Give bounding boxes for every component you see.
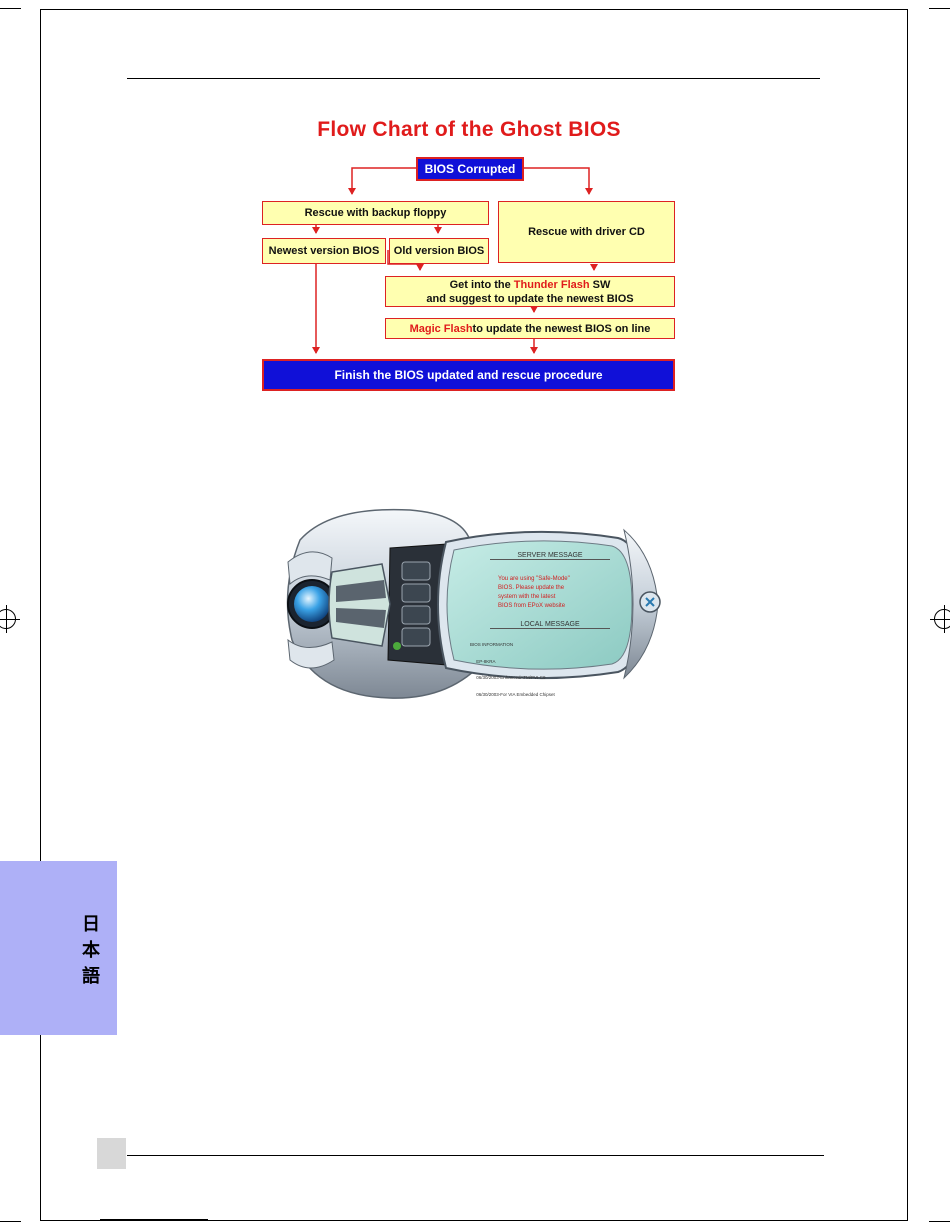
language-char: 本 xyxy=(82,940,100,961)
local-message-body: BIOS INFORMATION EP-8KRA 06/30/2003-Enha… xyxy=(470,631,610,708)
local-line: EP-8KRA xyxy=(470,658,496,664)
old-version-box: Old version BIOS xyxy=(389,238,489,264)
footer-rule xyxy=(127,1155,824,1156)
crop-mark xyxy=(929,8,950,9)
language-char: 日 xyxy=(82,914,100,935)
registration-mark xyxy=(930,605,950,633)
thunder-flash-box: Get into the Thunder Flash SW and sugges… xyxy=(385,276,675,307)
server-line: system with the latest xyxy=(498,594,556,600)
thunder-flash-highlight: Thunder Flash xyxy=(513,278,590,291)
flowchart-title: Flow Chart of the Ghost BIOS xyxy=(317,118,621,141)
magic-flash-highlight: Magic Flash xyxy=(409,322,473,335)
flowchart-arrows xyxy=(312,167,598,354)
crop-mark xyxy=(0,1221,21,1222)
rescue-cd-box: Rescue with driver CD xyxy=(498,201,675,263)
server-message-body: You are using "Safe-Mode" BIOS. Please u… xyxy=(498,575,618,611)
newest-version-box: Newest version BIOS xyxy=(262,238,386,264)
thunder-pre: Get into the xyxy=(449,278,514,291)
bios-corrupted-box: BIOS Corrupted xyxy=(416,157,524,181)
thunder-post: SW xyxy=(589,278,611,291)
magic-flash-app-window: SERVER MESSAGE You are using "Safe-Mode"… xyxy=(270,500,670,705)
thunder-flash-line2: and suggest to update the newest BIOS xyxy=(426,292,634,305)
local-line: 06/30/2003-EnhancedATM/PVI-C9 xyxy=(470,675,546,680)
rescue-floppy-box: Rescue with backup floppy xyxy=(262,201,489,225)
language-tab-label: 日 本 語 xyxy=(80,912,102,990)
magic-flash-box: Magic Flash to update the newest BIOS on… xyxy=(385,318,675,339)
server-line: You are using "Safe-Mode" xyxy=(498,576,570,582)
page-frame xyxy=(40,9,908,1221)
server-message-heading: SERVER MESSAGE xyxy=(490,552,610,560)
server-line: BIOS from EPoX website xyxy=(498,603,566,609)
language-char: 語 xyxy=(82,966,100,987)
header-rule xyxy=(127,78,820,79)
crop-mark xyxy=(100,1219,208,1220)
crop-mark xyxy=(929,1221,950,1222)
local-message-heading: LOCAL MESSAGE xyxy=(490,621,610,629)
local-line: BIOS INFORMATION xyxy=(470,642,514,647)
server-line: BIOS. Please update the xyxy=(498,585,565,591)
crop-mark xyxy=(0,8,21,9)
finish-box: Finish the BIOS updated and rescue proce… xyxy=(262,359,675,391)
page-number-box xyxy=(97,1138,126,1169)
local-line: 06/30/2003-For VIA Embedded Chipset xyxy=(470,691,555,697)
magic-flash-text: to update the newest BIOS on line xyxy=(472,322,651,335)
thunder-flash-line1: Get into the Thunder Flash SW xyxy=(450,278,611,292)
app-body-illustration xyxy=(286,508,661,699)
registration-mark xyxy=(0,605,20,633)
language-tab xyxy=(0,861,117,1035)
